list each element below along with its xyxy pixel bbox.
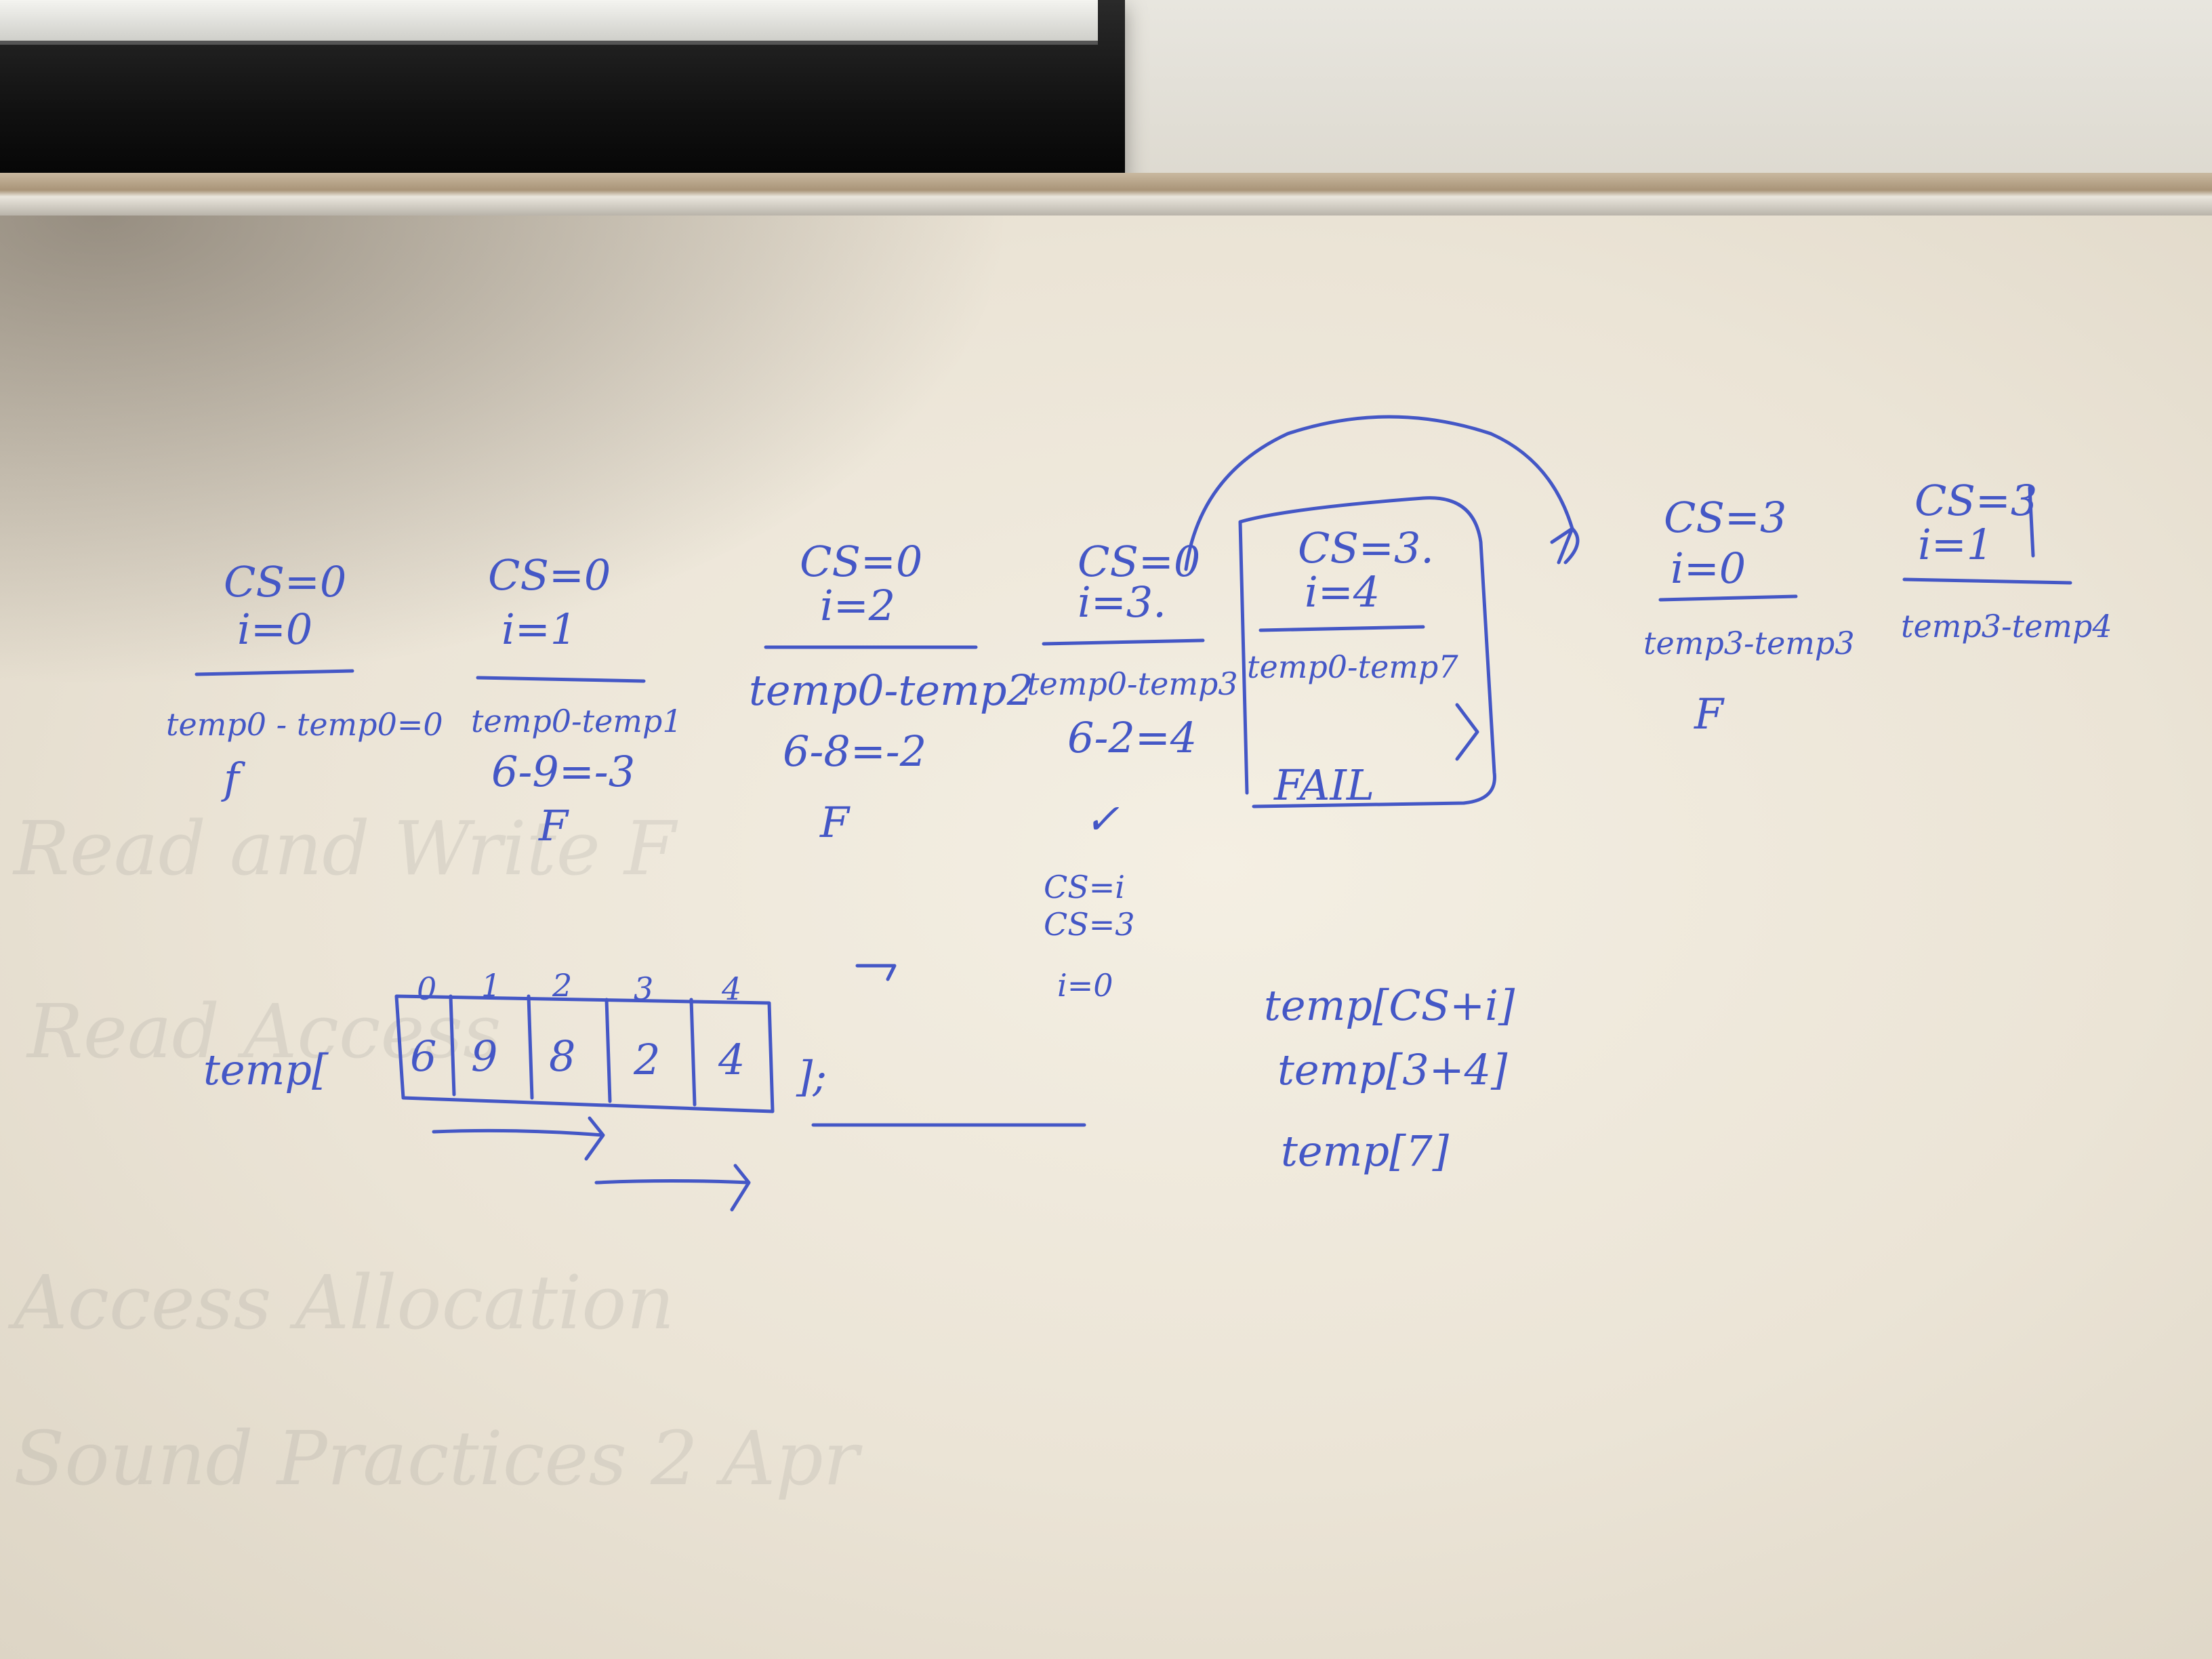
- index-expression-3: temp[7]: [1281, 1126, 1450, 1176]
- traverse-arrow-2: [594, 1164, 751, 1212]
- array-cell-divider: [449, 994, 456, 1097]
- whiteboard-rail: [0, 173, 2212, 216]
- comparison-expression: temp3-temp3: [1643, 625, 1855, 661]
- fail-box-outline: [1238, 496, 1496, 808]
- array-label: temp[: [203, 1045, 329, 1094]
- divider-line: [1902, 577, 2072, 585]
- comparison-expression: temp0-temp2: [749, 665, 1033, 715]
- result-mark: F: [538, 801, 569, 851]
- comparison-expression: temp3-temp4: [1901, 608, 2112, 644]
- result-mark: F: [1694, 689, 1725, 739]
- index-expressions: temp[CS+i] temp[3+4] temp[7]: [1264, 981, 1515, 1176]
- comparison-expression: temp0-temp3: [1027, 665, 1238, 702]
- array-value-4: 4: [718, 1035, 745, 1084]
- array-value-1: 9: [471, 1031, 497, 1081]
- divider-line: [476, 676, 646, 683]
- result-mark: F: [819, 798, 851, 847]
- subtraction-calc: 6-2=4: [1067, 713, 1197, 762]
- trace-column-5: CS=3. i=4 temp0-temp7 FAIL: [1238, 496, 1496, 810]
- bracket-mark: [1455, 703, 1479, 761]
- array-index-0: 0: [417, 970, 436, 1007]
- i-value: i=0: [1671, 544, 1746, 593]
- array-cell-divider: [689, 998, 697, 1107]
- index-expression-1: temp[CS+i]: [1264, 981, 1515, 1030]
- cs-value: CS=0: [224, 557, 346, 607]
- i-value: i=1: [501, 605, 577, 654]
- result-mark: f: [221, 754, 246, 803]
- update-note-i-0: i=0: [1057, 967, 1113, 1004]
- array-value-0: 6: [410, 1031, 436, 1081]
- svg-text:Read Access: Read Access: [26, 988, 501, 1075]
- array-cell-divider: [605, 998, 612, 1103]
- svg-text:Access Allocation: Access Allocation: [7, 1259, 674, 1346]
- i-value: i=0: [237, 605, 312, 654]
- cs-value: CS=3.: [1298, 523, 1434, 573]
- array-cell-divider: [527, 994, 534, 1100]
- divider-line: [194, 669, 354, 676]
- comparison-expression: temp0-temp7: [1247, 649, 1458, 685]
- i-value: i=3.: [1078, 577, 1166, 627]
- i-value: i=2: [820, 581, 895, 630]
- update-note-cs-i: CS=i: [1044, 869, 1125, 905]
- array-diagram: temp[ 0 1 2 3 4 6 9 8 2 4 ];: [203, 964, 1086, 1212]
- small-mark: [855, 964, 897, 981]
- cs-value: CS=0: [800, 537, 922, 586]
- arrow-head: [1550, 527, 1580, 565]
- projector-screen-roll: [0, 0, 1098, 45]
- cs-value: CS=0: [488, 550, 611, 600]
- index-expression-2: temp[3+4]: [1277, 1045, 1508, 1094]
- cs-value: CS=0: [1078, 537, 1200, 586]
- subtraction-calc: 6-8=-2: [783, 726, 926, 776]
- trace-column-7: CS=3 i=1 temp3-temp4: [1901, 476, 2112, 644]
- cs-value: CS=3: [1664, 493, 1786, 542]
- projector-screen: [0, 0, 1125, 183]
- check-mark: ✓: [1084, 794, 1120, 844]
- cs-value: CS=3: [1914, 476, 2037, 525]
- trace-column-4: CS=0 i=3. temp0-temp3 6-2=4 ✓ CS=i CS=3 …: [1027, 537, 1238, 1004]
- comparison-expression: temp0-temp1: [471, 703, 682, 739]
- trace-column-3: CS=0 i=2 temp0-temp2 6-8=-2 F: [749, 537, 1033, 847]
- whiteboard: [0, 216, 2212, 1659]
- array-value-3: 2: [633, 1035, 660, 1084]
- fail-label: FAIL: [1273, 760, 1374, 810]
- tick-mark: [2028, 486, 2035, 558]
- trace-column-6: CS=3 i=0 temp3-temp3 F: [1643, 493, 1855, 739]
- trace-column-2: CS=0 i=1 temp0-temp1 6-9=-3 F: [471, 550, 682, 851]
- update-note-cs-3: CS=3: [1044, 906, 1135, 943]
- array-value-2: 8: [549, 1031, 575, 1081]
- divider-line: [1258, 625, 1425, 632]
- divider-line: [1042, 638, 1205, 646]
- i-value: i=4: [1305, 567, 1380, 617]
- svg-text:Read and Write F: Read and Write F: [12, 805, 678, 892]
- divider-line: [1658, 594, 1798, 602]
- comparison-expression: temp0 - temp0=0: [166, 706, 443, 743]
- curved-arrow: [1184, 415, 1574, 571]
- traverse-arrow-1: [432, 1116, 605, 1161]
- subtraction-calc: 6-9=-3: [491, 747, 635, 796]
- svg-text:Sound Practices 2 Apr: Sound Practices 2 Apr: [14, 1415, 863, 1502]
- i-value: i=1: [1918, 520, 1993, 569]
- array-outline: [394, 994, 775, 1113]
- erased-ghost-writing: Read and Write F Read Access Access Allo…: [7, 805, 863, 1502]
- trace-column-1: CS=0 i=0 temp0 - temp0=0 f: [166, 557, 443, 803]
- array-closing: ];: [796, 1052, 827, 1101]
